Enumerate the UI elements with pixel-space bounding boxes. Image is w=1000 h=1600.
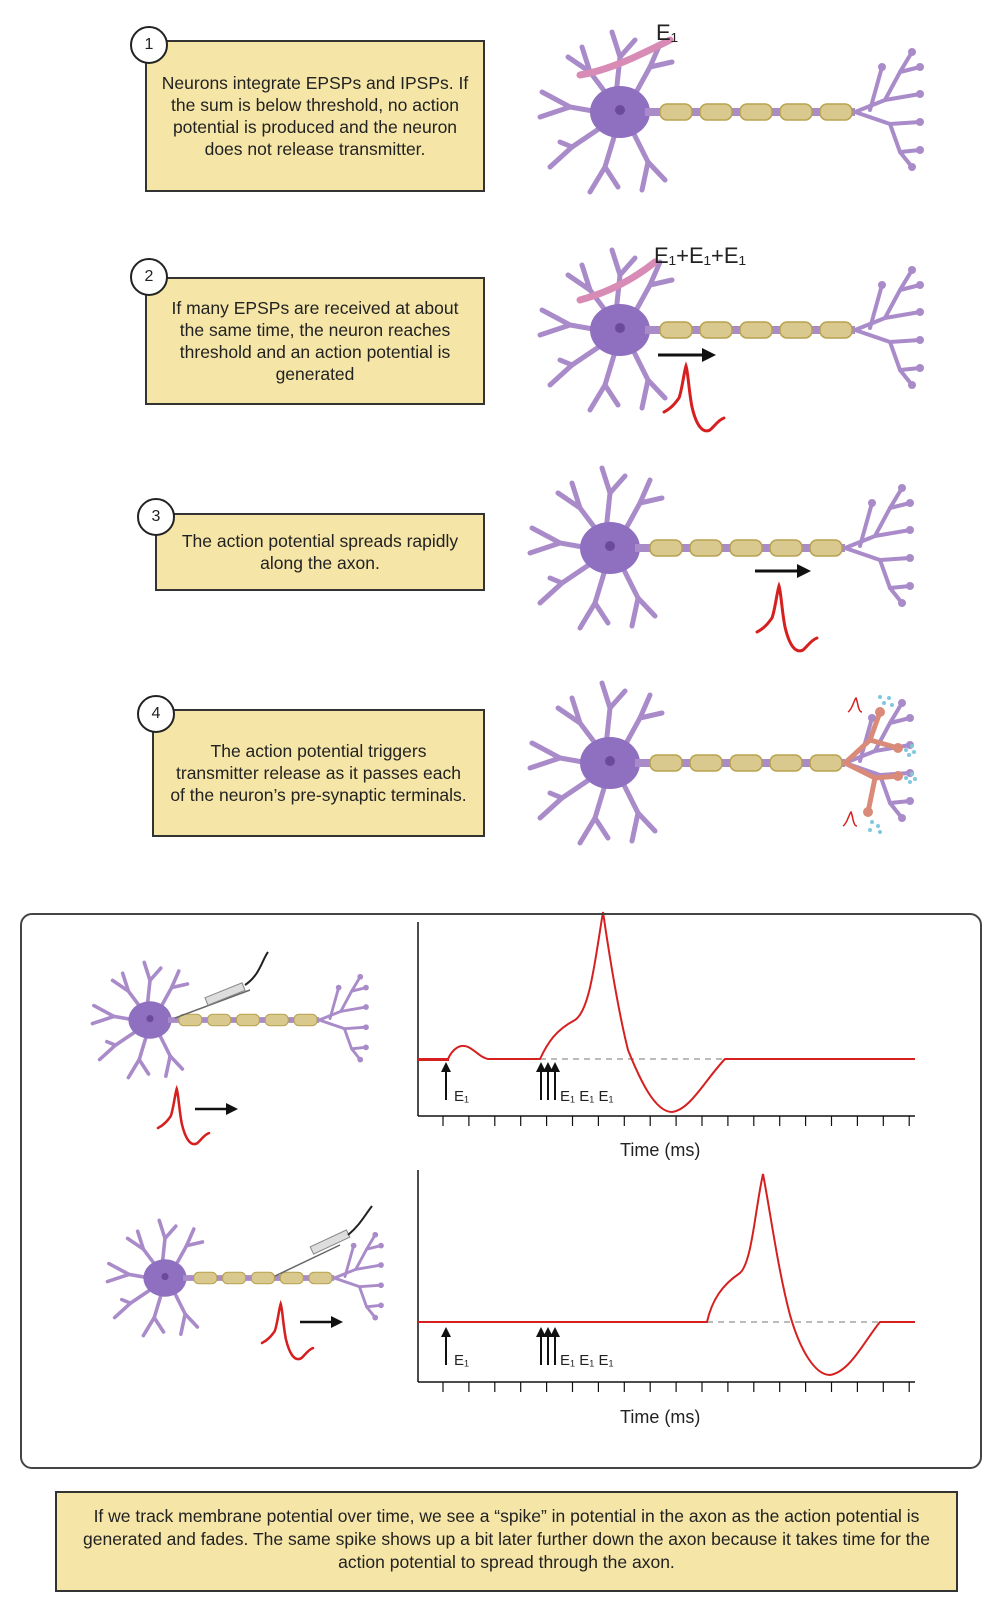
summary-text: If we track membrane potential over time…	[83, 1506, 930, 1572]
stimulus-arrow-single	[441, 1327, 451, 1365]
step-3-box: The action potential spreads rapidly alo…	[155, 513, 485, 591]
stimulus-arrows-triple	[536, 1062, 560, 1100]
summary-box: If we track membrane potential over time…	[55, 1491, 958, 1592]
step-2-badge: 2	[130, 258, 168, 296]
membrane-trace	[418, 1173, 915, 1377]
stim-label-single-bottom: E₁	[454, 1352, 470, 1369]
step-3-badge: 3	[137, 498, 175, 536]
step-1-badge: 1	[130, 26, 168, 64]
membrane-potential-graph-bottom	[417, 1170, 915, 1392]
step-3-text: The action potential spreads rapidly alo…	[181, 531, 459, 573]
input-axon	[576, 36, 674, 79]
step-1-box: Neurons integrate EPSPs and IPSPs. If th…	[145, 40, 485, 192]
input-label-step-1: E₁	[656, 20, 679, 45]
stim-label-single-top: E₁	[454, 1088, 470, 1105]
neuron-step-2	[540, 250, 924, 433]
membrane-potential-graph-top	[417, 911, 915, 1126]
step-4-badge: 4	[137, 695, 175, 733]
stim-label-triple-bottom: E₁ E₁ E₁	[560, 1352, 614, 1369]
x-axis-label-top: Time (ms)	[620, 1140, 701, 1160]
step-2-text: If many EPSPs are received at about the …	[171, 298, 459, 384]
neuron-step-1	[540, 32, 924, 192]
stim-label-triple-top: E₁ E₁ E₁	[560, 1088, 614, 1105]
electrode-bottom	[274, 1205, 373, 1277]
stimulus-arrows-triple	[536, 1327, 560, 1365]
x-ticks	[442, 1382, 910, 1392]
input-axon	[576, 258, 659, 304]
step-4-box: The action potential triggers transmitte…	[152, 709, 485, 837]
vesicle-release-icon	[868, 695, 917, 834]
step-1-text: Neurons integrate EPSPs and IPSPs. If th…	[161, 73, 469, 159]
electrode-top	[174, 951, 269, 1019]
step-2-box: If many EPSPs are received at about the …	[145, 277, 485, 405]
stimulus-arrow-single	[441, 1062, 451, 1100]
membrane-trace	[418, 911, 915, 1114]
neuron-step-3	[530, 468, 914, 653]
step-4-text: The action potential triggers transmitte…	[170, 741, 467, 805]
x-ticks	[442, 1116, 910, 1126]
action-potential-icon	[662, 364, 726, 433]
x-axis-label-bottom: Time (ms)	[620, 1407, 701, 1427]
input-label-step-2: E₁+E₁+E₁	[654, 243, 746, 268]
action-potential-icon	[755, 584, 819, 653]
graph-panel	[20, 913, 982, 1469]
neuron-step-4	[530, 683, 917, 843]
